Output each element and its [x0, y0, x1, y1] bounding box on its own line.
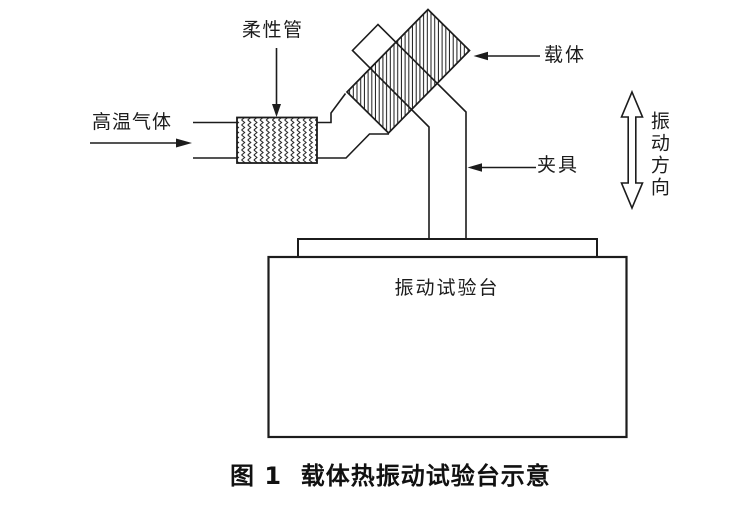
flexible-tube-shape	[236, 116, 318, 164]
shaker-table-box	[267, 255, 628, 439]
carrier-shape	[345, 8, 471, 135]
carrier-arrow	[473, 51, 540, 61]
carrier-label: 载体	[544, 44, 587, 66]
vibration-direction-label: 振动方向	[647, 111, 670, 199]
fixture-arrow	[467, 163, 536, 172]
fixture-label: 夹具	[537, 154, 580, 176]
shaker-table-plate	[297, 238, 598, 258]
fixture-clamp-shape	[351, 23, 467, 239]
flexible-tube-arrow	[272, 48, 281, 117]
figure-caption: 图 1 载体热振动试验台示意	[230, 462, 551, 490]
vibration-direction-arrow	[620, 89, 644, 211]
hot-gas-label: 高温气体	[92, 111, 173, 133]
connecting-duct	[317, 93, 389, 159]
inlet-pipe-lines	[193, 121, 237, 159]
shaker-table-label: 振动试验台	[394, 277, 500, 299]
hot-gas-arrow	[90, 138, 192, 148]
flexible-tube-label: 柔性管	[242, 19, 304, 41]
